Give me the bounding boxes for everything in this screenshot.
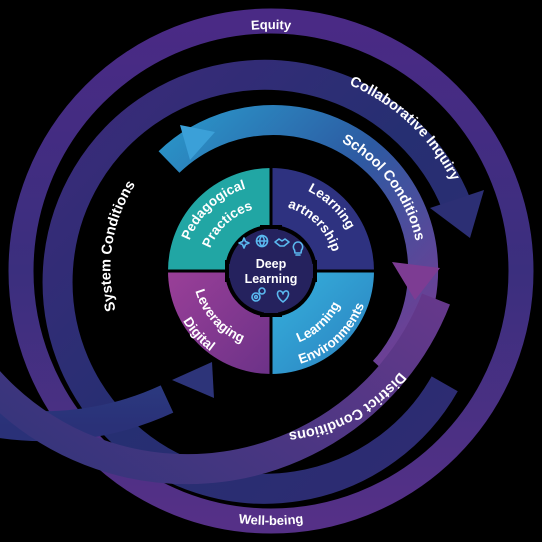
gears-icon (251, 287, 266, 302)
globe-icon (255, 234, 269, 248)
learning-label: Learning (245, 272, 298, 286)
collaborative-inquiry-arrow (42, 59, 484, 504)
sparkle-icon (238, 237, 250, 249)
deep-learning-core (225, 225, 317, 317)
district-conditions-arrow (0, 293, 450, 485)
lightbulb-icon (292, 241, 304, 256)
deep-label: Deep (256, 257, 287, 271)
handshake-icon (274, 238, 290, 247)
wellbeing-label: Well-being (238, 511, 304, 528)
heart-icon (276, 290, 290, 303)
equity-label: Equity (250, 17, 292, 33)
equity-wellbeing-ring (8, 8, 534, 534)
